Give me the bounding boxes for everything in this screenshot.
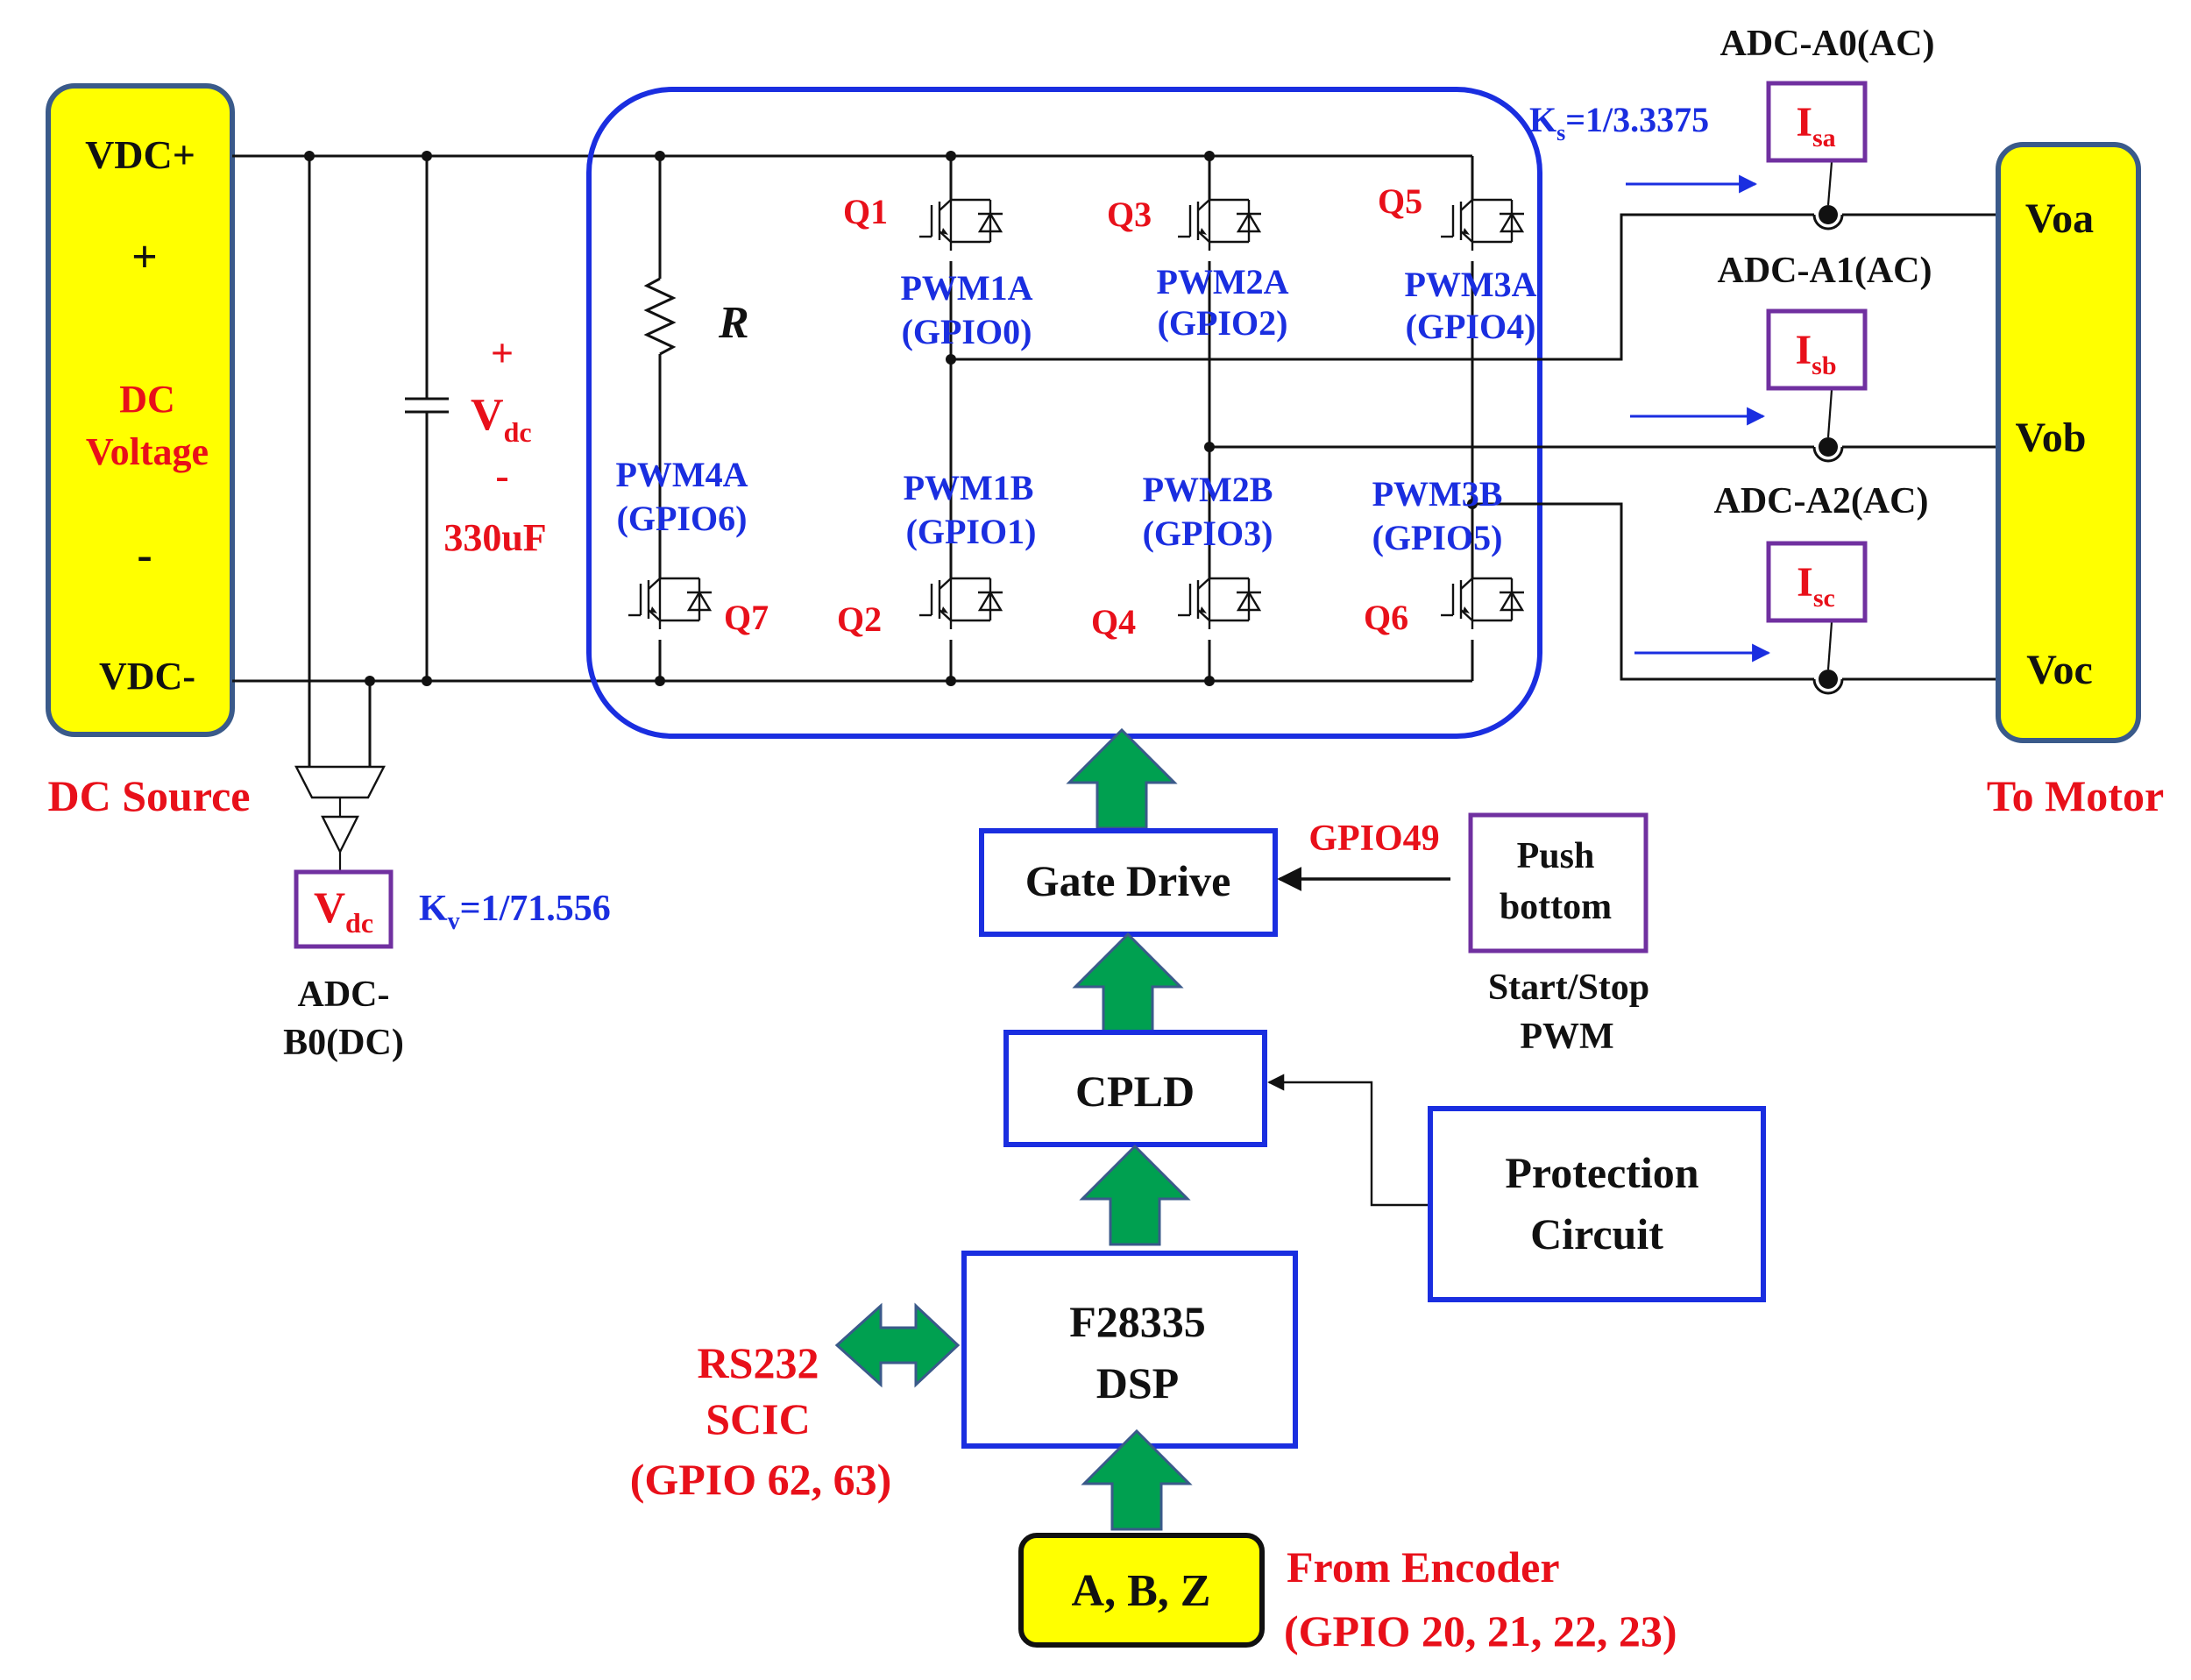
q6-label: Q6 bbox=[1364, 598, 1408, 637]
protection-circuit-block bbox=[1428, 1106, 1766, 1302]
adc-a1-label: ADC-A1(AC) bbox=[1718, 251, 1932, 291]
q7-label: Q7 bbox=[724, 598, 769, 637]
dsp-block bbox=[961, 1251, 1298, 1449]
vdc-sensor-network bbox=[294, 156, 386, 872]
encoder-block bbox=[1018, 1533, 1265, 1648]
q1-label: Q1 bbox=[843, 192, 888, 231]
inverter-leg-a bbox=[918, 156, 1004, 681]
svg-text:Vdc: Vdc bbox=[314, 883, 373, 939]
dc-link-capacitor bbox=[405, 156, 449, 681]
inverter-leg-b bbox=[1176, 156, 1263, 681]
adc-a2-label: ADC-A2(AC) bbox=[1714, 481, 1929, 521]
bottom-label: bottom bbox=[1500, 887, 1612, 927]
dsp-model-label: F28335 bbox=[1069, 1297, 1206, 1346]
dc-minus-sign: - bbox=[137, 530, 152, 580]
pwm1b-label: PWM1B bbox=[904, 468, 1034, 507]
motor-terminal-block: Voa Vob Voc bbox=[1996, 142, 2141, 743]
pwm2a-label: PWM2A bbox=[1156, 262, 1288, 301]
voltage-label: Voltage bbox=[86, 430, 209, 473]
rs232-double-arrow bbox=[834, 1302, 961, 1388]
isa-sensor-label: Isa bbox=[1796, 99, 1835, 152]
voa-label: Voa bbox=[2025, 195, 2094, 242]
inverter-frame bbox=[586, 87, 1542, 739]
push-label: Push bbox=[1517, 836, 1595, 876]
encoder-signals-label: A, B, Z bbox=[1072, 1566, 1211, 1616]
gpio0-label: (GPIO0) bbox=[902, 312, 1032, 351]
adc-b0-line1: ADC- bbox=[298, 975, 390, 1015]
gpio4-label: (GPIO4) bbox=[1406, 307, 1536, 346]
q5-label: Q5 bbox=[1378, 181, 1422, 221]
dsp-label: DSP bbox=[1096, 1358, 1179, 1407]
isb-sensor-label: Isb bbox=[1795, 327, 1836, 380]
push-button-box bbox=[1468, 812, 1649, 953]
ks-gain-label: Ks=1/3.3375 bbox=[1529, 100, 1709, 145]
phase-output-wires bbox=[951, 161, 1998, 695]
kv-gain-label: Kv=1/71.556 bbox=[419, 889, 611, 935]
protection-to-cpld-wire bbox=[1267, 1074, 1430, 1207]
dc-plus-sign: + bbox=[131, 232, 158, 282]
gate-drive-to-inverter-arrow bbox=[1067, 728, 1176, 830]
vdc-plus-label: VDC+ bbox=[85, 132, 195, 177]
vdc-sensor-v: V bbox=[314, 883, 345, 932]
gate-drive-label: Gate Drive bbox=[1025, 856, 1231, 905]
cpld-block bbox=[1003, 1030, 1267, 1147]
isc-sensor-label: Isc bbox=[1797, 559, 1835, 613]
start-stop-label: Start/Stop bbox=[1488, 968, 1649, 1008]
q4-label: Q4 bbox=[1091, 602, 1136, 642]
vdc-plus-sign: + bbox=[491, 330, 514, 375]
to-motor-caption: To Motor bbox=[1987, 771, 2164, 820]
gate-drive-block bbox=[979, 828, 1278, 937]
gpio5-label: (GPIO5) bbox=[1372, 518, 1503, 557]
vdc-minus-sign: - bbox=[495, 453, 508, 498]
from-encoder-label: From Encoder bbox=[1287, 1542, 1560, 1591]
isa-sensor-box bbox=[1766, 81, 1868, 163]
vob-label: Vob bbox=[2016, 415, 2087, 461]
scic-label: SCIC bbox=[706, 1394, 810, 1443]
vdc-label: Vdc bbox=[471, 390, 532, 448]
gpio3-label: (GPIO3) bbox=[1143, 514, 1273, 553]
cpld-label: CPLD bbox=[1075, 1067, 1195, 1116]
voc-label: Voc bbox=[2026, 647, 2093, 693]
dc-source: VDC+ + DC Voltage - VDC- bbox=[46, 83, 235, 737]
dc-label: DC bbox=[119, 378, 175, 421]
brake-leg bbox=[627, 156, 713, 681]
pwm1a-label: PWM1A bbox=[900, 268, 1032, 308]
pwm2b-label: PWM2B bbox=[1143, 470, 1273, 509]
gpio2-label: (GPIO2) bbox=[1158, 303, 1288, 343]
isc-sensor-box bbox=[1766, 541, 1868, 623]
inverter-leg-c bbox=[1439, 156, 1526, 681]
gpio1-label: (GPIO1) bbox=[906, 512, 1037, 551]
isb-sensor-box bbox=[1766, 308, 1868, 391]
gpio6-label: (GPIO6) bbox=[617, 499, 748, 538]
adc-a0-label: ADC-A0(AC) bbox=[1720, 24, 1935, 64]
q3-label: Q3 bbox=[1107, 195, 1152, 234]
adc-b0-line2: B0(DC) bbox=[283, 1023, 404, 1063]
pwm3a-label: PWM3A bbox=[1404, 265, 1536, 304]
vdc-sensor-sub: dc bbox=[345, 907, 373, 939]
pwm-label: PWM bbox=[1520, 1017, 1613, 1057]
q2-label: Q2 bbox=[837, 599, 882, 639]
vdc-minus-label: VDC- bbox=[99, 655, 195, 698]
rs232-gpio-label: (GPIO 62, 63) bbox=[630, 1455, 892, 1504]
protection-label: Protection bbox=[1505, 1148, 1698, 1197]
capacitor-value: 330uF bbox=[443, 516, 546, 559]
circuit-label: Circuit bbox=[1530, 1209, 1663, 1258]
pwm3b-label: PWM3B bbox=[1372, 474, 1503, 514]
vdc-sensor-box: Vdc bbox=[294, 869, 394, 949]
dsp-to-cpld-arrow bbox=[1081, 1145, 1189, 1246]
dc-source-caption: DC Source bbox=[47, 771, 250, 820]
pwm4a-label: PWM4A bbox=[615, 455, 748, 494]
rs232-label: RS232 bbox=[698, 1338, 819, 1387]
encoder-gpio-label: (GPIO 20, 21, 22, 23) bbox=[1284, 1606, 1677, 1655]
resistor-label: R bbox=[718, 298, 749, 348]
gpio49-label: GPIO49 bbox=[1308, 819, 1439, 859]
cpld-to-gate-arrow bbox=[1074, 932, 1182, 1034]
